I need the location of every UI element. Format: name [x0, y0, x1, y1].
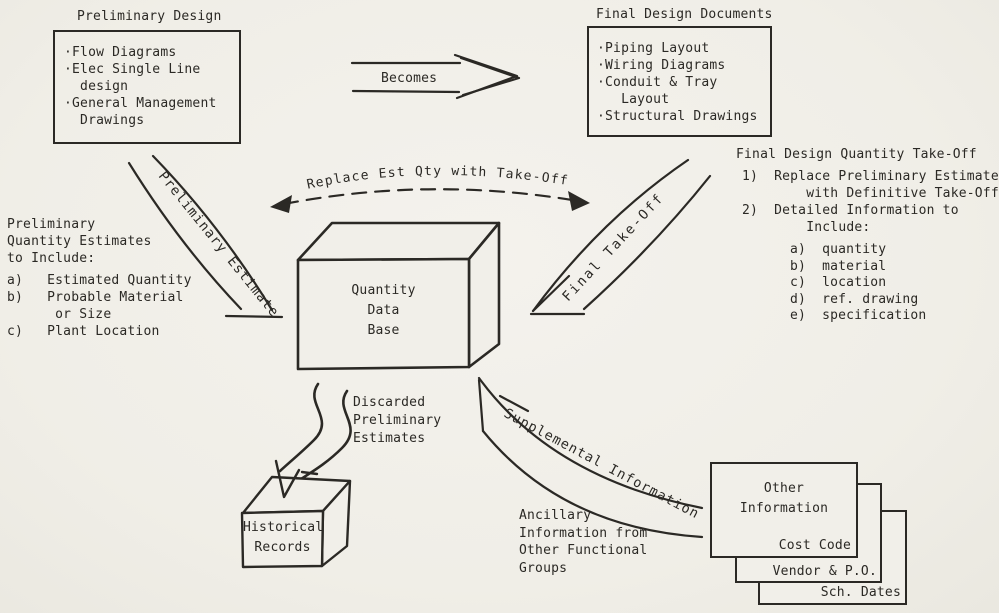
- preliminary-estimate-edge-upper: [151, 154, 274, 312]
- final-takeoff-edge-lower: [582, 174, 712, 311]
- becomes-arrow-bottom-line: [351, 89, 461, 94]
- final-design-items: ·Piping Layout ·Wiring Diagrams ·Conduit…: [597, 41, 758, 124]
- supplemental-arrow-left-barb: [477, 378, 485, 433]
- right-note-numbered: 1) Replace Preliminary Estimate with Def…: [742, 169, 999, 235]
- supplemental-label: Supplemental Information: [501, 405, 702, 522]
- replace-arrow-arc: [282, 188, 580, 206]
- historical-records-label: Historical Records: [243, 520, 324, 555]
- preliminary-design-box: [53, 30, 241, 144]
- left-note-intro: Preliminary Quantity Estimates to Includ…: [7, 217, 152, 266]
- discarded-estimates-label: Discarded Preliminary Estimates: [353, 395, 442, 446]
- becomes-arrow: [350, 53, 521, 100]
- final-takeoff-arrow-barb: [531, 274, 571, 313]
- supplemental-edge-lower: [481, 429, 704, 539]
- cost-code-tag: Cost Code: [778, 538, 851, 553]
- stack-front-card: Other Information Cost Code: [710, 462, 858, 558]
- becomes-label: Becomes: [381, 71, 438, 86]
- quantity-database-label: Quantity Data Base: [351, 283, 416, 338]
- becomes-arrowhead-outer: [453, 53, 519, 100]
- discard-wavy-line-2: [299, 389, 352, 481]
- preliminary-estimate-arrow-base: [224, 314, 284, 319]
- supplemental-edge-upper: [477, 376, 704, 510]
- replace-arrowhead-right: [568, 191, 590, 211]
- replace-label-text: Replace Est Qty with Take-Off: [305, 164, 568, 193]
- historical-box-slot: [274, 459, 301, 499]
- other-information-label: Other Information: [739, 481, 829, 516]
- right-note-lettered: a) quantity b) material c) location d) r…: [790, 242, 927, 323]
- preliminary-estimate-edge-lower: [127, 161, 243, 311]
- left-note-list: a) Estimated Quantity b) Probable Materi…: [7, 273, 192, 339]
- sch-dates-tag: Sch. Dates: [820, 585, 901, 600]
- discard-wavy-lines: [278, 382, 352, 481]
- replace-arrow: Replace Est Qty with Take-Off: [270, 164, 590, 213]
- historical-box-front-face: [240, 509, 325, 569]
- quantity-database-box: [296, 221, 501, 371]
- final-takeoff-edge-upper: [531, 158, 690, 313]
- preliminary-design-items: ·Flow Diagrams ·Elec Single Line design …: [64, 45, 217, 128]
- supplemental-arrow-inner-barb: [498, 394, 530, 413]
- historical-box-slot-edge: [300, 470, 319, 476]
- final-design-title: Final Design Documents: [596, 7, 773, 22]
- replace-label: Replace Est Qty with Take-Off: [305, 164, 569, 193]
- final-design-box: [587, 26, 772, 137]
- vendor-po-tag: Vendor & P.O.: [772, 564, 877, 579]
- discard-wavy-line-1: [278, 382, 324, 473]
- replace-arrowhead-left: [270, 195, 292, 213]
- becomes-arrowhead-inner: [459, 56, 521, 97]
- ancillary-note: Ancillary Information from Other Functio…: [519, 508, 648, 576]
- right-note-title: Final Design Quantity Take-Off: [736, 147, 977, 162]
- historical-records-box: [240, 459, 352, 569]
- quantity-box-top-face: [296, 221, 501, 262]
- quantity-box-front-face: [296, 257, 471, 371]
- preliminary-design-title: Preliminary Design: [77, 9, 222, 24]
